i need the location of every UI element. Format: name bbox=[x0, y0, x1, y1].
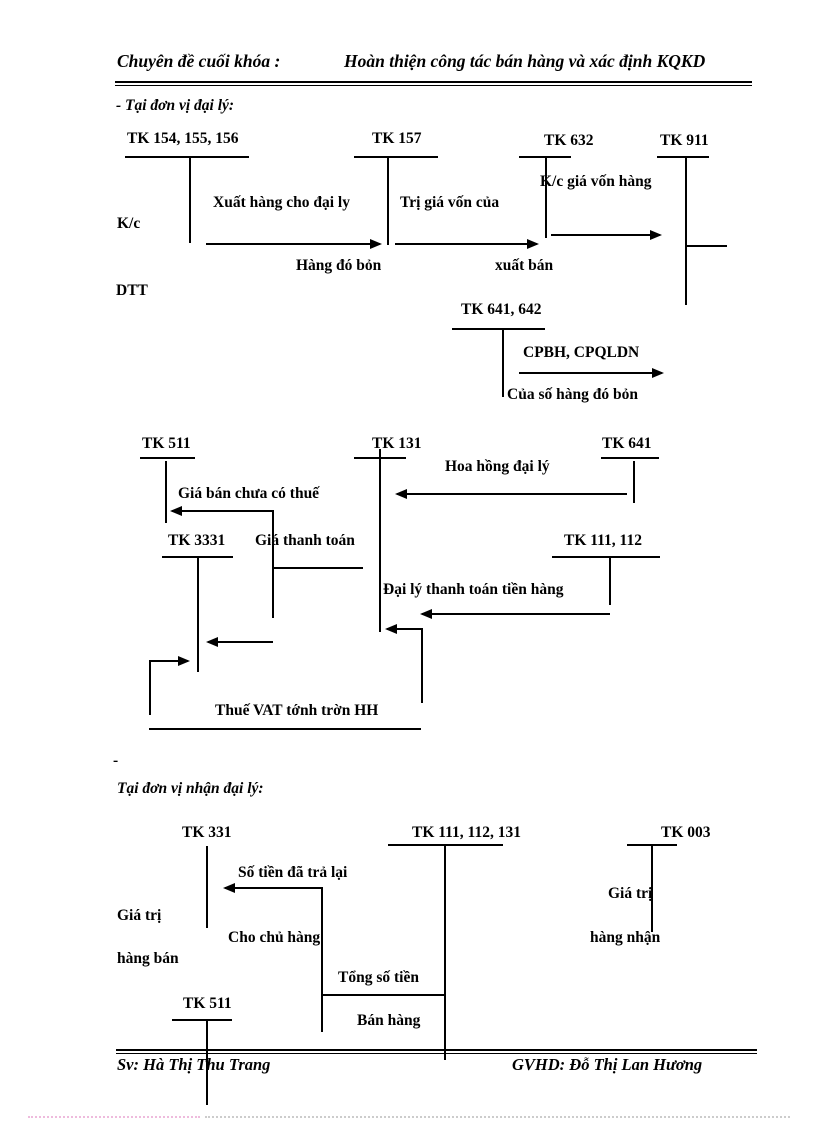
label-cho-chu-hang: Cho chủ hàng bbox=[228, 929, 321, 946]
arrow-vat-to-131 bbox=[385, 624, 423, 634]
taccount-bar-tk641 bbox=[601, 457, 659, 459]
header-thesis-title: Hoàn thiện công tác bán hàng và xác định… bbox=[344, 51, 706, 71]
arrow-154-to-157 bbox=[206, 239, 382, 249]
label-cua-so-hang-da-ban: Của số hàng đó bỏn bbox=[507, 386, 638, 403]
label-gia-tri-left: Giá trị bbox=[117, 907, 162, 924]
taccount-bar-tk511 bbox=[140, 457, 195, 459]
footer-supervisor-name: GVHD: Đỗ Thị Lan Hương bbox=[512, 1055, 703, 1074]
connector-gia-thanh-toan-bar bbox=[272, 567, 363, 569]
taccount-stem-tk641 bbox=[633, 461, 635, 503]
label-hang-ban: hàng bán bbox=[117, 950, 179, 967]
label-kc-gia-von-hang: K/c giá vốn hàng bbox=[540, 173, 652, 190]
taccount-stem-tk157 bbox=[387, 156, 389, 245]
taccount-bar-tk911 bbox=[657, 156, 709, 158]
footer-student-name: Sv: Hà Thị Thu Trang bbox=[117, 1055, 271, 1074]
taccount-stem-tk131 bbox=[379, 449, 381, 632]
header-course-title: Chuyên đề cuối khóa : bbox=[117, 51, 281, 71]
arrow-to-3331 bbox=[206, 637, 273, 647]
arrow-157-to-632 bbox=[395, 239, 539, 249]
taccount-stem-tk632 bbox=[545, 156, 547, 238]
section3-dash: - bbox=[113, 752, 119, 769]
taccount-bar-tk511-bottom bbox=[172, 1019, 232, 1021]
taccount-stem-tk911 bbox=[685, 156, 687, 305]
label-hoa-hong-dai-ly: Hoa hồng đại lý bbox=[445, 458, 550, 475]
label-gia-thanh-toan: Giá thanh toán bbox=[255, 532, 355, 549]
account-label-tk131: TK 131 bbox=[372, 435, 422, 452]
taccount-stem-tk154 bbox=[189, 156, 191, 243]
connector-vat-left-stem bbox=[149, 660, 151, 715]
taccount-stem-tk641-642 bbox=[502, 328, 504, 397]
label-hang-da-ban: Hàng đó bỏn bbox=[296, 257, 382, 274]
taccount-stem-tk111-112-131 bbox=[444, 844, 446, 1060]
label-xuat-ban: xuất bán bbox=[495, 257, 554, 274]
arrow-vat-to-3331 bbox=[149, 656, 190, 666]
taccount-stem-tk331 bbox=[206, 846, 208, 928]
account-label-tk154-155-156: TK 154, 155, 156 bbox=[127, 130, 239, 147]
arrow-to-331 bbox=[223, 883, 322, 893]
arrow-641-to-131 bbox=[395, 489, 627, 499]
connector-tong-so-tien-line bbox=[321, 994, 445, 996]
taccount-stem-tk111-112 bbox=[609, 556, 611, 605]
label-ban-hang: Bán hàng bbox=[357, 1012, 421, 1029]
connector-mid-stem bbox=[321, 887, 323, 1032]
arrow-111-112-to-131 bbox=[420, 609, 610, 619]
label-tong-so-tien: Tổng số tiền bbox=[338, 969, 419, 986]
connector-vat-bottom-line bbox=[149, 728, 421, 730]
label-gia-ban-chua-co-thue: Giá bán chưa có thuế bbox=[178, 485, 320, 502]
label-dai-ly-thanh-toan-tien-hang: Đại lý thanh toán tiền hàng bbox=[383, 581, 564, 598]
account-label-tk632: TK 632 bbox=[544, 132, 594, 149]
account-label-tk641: TK 641 bbox=[602, 435, 652, 452]
label-dtt: DTT bbox=[116, 282, 148, 299]
taccount-bar-tk154 bbox=[125, 156, 249, 158]
label-kc: K/c bbox=[117, 215, 141, 232]
account-label-tk3331: TK 3331 bbox=[168, 532, 226, 549]
account-label-tk511: TK 511 bbox=[142, 435, 191, 452]
taccount-stem-tk003 bbox=[651, 844, 653, 932]
label-tri-gia-von-cua: Trị giá vốn của bbox=[400, 194, 500, 211]
arrow-632-to-911 bbox=[551, 230, 662, 240]
tick-tk911-right bbox=[687, 245, 727, 247]
label-hang-nhan: hàng nhận bbox=[590, 929, 661, 946]
label-cpbh-cpqldn: CPBH, CPQLDN bbox=[523, 344, 640, 361]
taccount-stem-tk511-bottom bbox=[206, 1019, 208, 1105]
bottom-dotted-line-left bbox=[28, 1116, 200, 1120]
account-label-tk003: TK 003 bbox=[661, 824, 711, 841]
account-label-tk641-642: TK 641, 642 bbox=[461, 301, 542, 318]
label-xuat-hang-cho-dai-ly: Xuất hàng cho đại ly bbox=[213, 194, 350, 211]
account-label-tk111-112: TK 111, 112 bbox=[564, 532, 642, 549]
taccount-stem-tk511 bbox=[165, 461, 167, 523]
footer-double-rule bbox=[116, 1049, 757, 1054]
account-label-tk911: TK 911 bbox=[660, 132, 709, 149]
header-double-rule bbox=[115, 81, 752, 86]
label-thue-vat: Thuế VAT tớnh trờn HH bbox=[215, 702, 379, 719]
taccount-stem-tk3331 bbox=[197, 556, 199, 672]
section3-heading: Tại đơn vị nhận đại lý: bbox=[117, 780, 264, 797]
account-label-tk511-bottom: TK 511 bbox=[183, 995, 232, 1012]
taccount-bar-tk157 bbox=[354, 156, 438, 158]
connector-gia-thanh-toan-stem bbox=[272, 510, 274, 618]
bottom-dotted-line-right bbox=[205, 1116, 790, 1120]
taccount-bar-tk111-112 bbox=[552, 556, 660, 558]
account-label-tk331: TK 331 bbox=[182, 824, 232, 841]
label-so-tien-da-tra-lai: Số tiền đã trả lại bbox=[238, 864, 348, 881]
account-label-tk111-112-131: TK 111, 112, 131 bbox=[412, 824, 521, 841]
section1-heading: - Tại đơn vị đại lý: bbox=[116, 97, 235, 114]
taccount-bar-tk641-642 bbox=[452, 328, 545, 330]
label-gia-tri-right: Giá trị bbox=[608, 885, 653, 902]
arrow-641-642-to-911 bbox=[519, 368, 664, 378]
account-label-tk157: TK 157 bbox=[372, 130, 422, 147]
arrow-to-511 bbox=[170, 506, 273, 516]
connector-vat-right-stem bbox=[421, 628, 423, 703]
